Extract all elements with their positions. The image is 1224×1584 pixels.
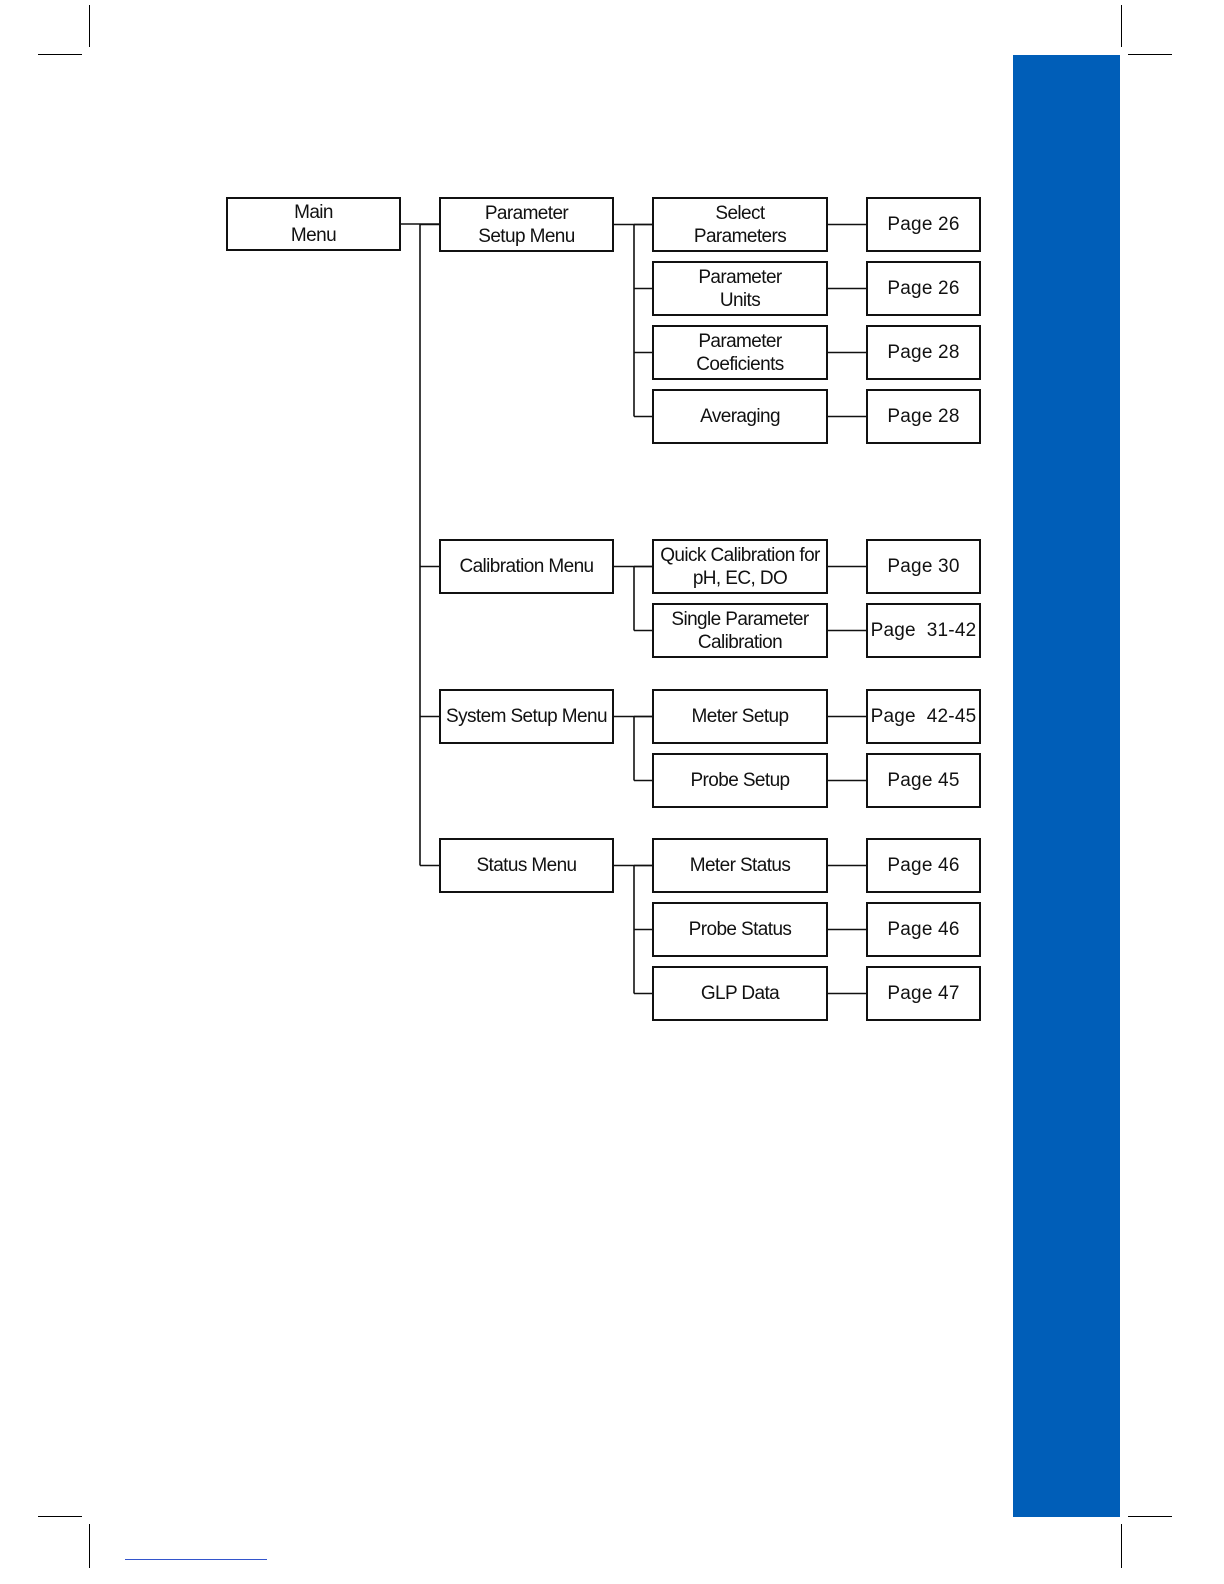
meter-status-box: Meter Status	[652, 838, 828, 893]
averaging-box: Averaging	[652, 389, 828, 444]
page-ref-box: Page 46	[866, 838, 981, 893]
quick-calibration-box: Quick Calibration for pH, EC, DO	[652, 539, 828, 594]
side-color-band	[1013, 55, 1120, 1517]
single-parameter-calibration-box: Single Parameter Calibration	[652, 603, 828, 658]
select-parameters-box: Select Parameters	[652, 197, 828, 252]
system-setup-menu-box: System Setup Menu	[439, 689, 614, 744]
parameter-coeficients-box: Parameter Coeficients	[652, 325, 828, 380]
status-menu-box: Status Menu	[439, 838, 614, 893]
page-ref-box: Page 26	[866, 261, 981, 316]
parameter-setup-menu-box: Parameter Setup Menu	[439, 197, 614, 252]
meter-setup-box: Meter Setup	[652, 689, 828, 744]
parameter-units-box: Parameter Units	[652, 261, 828, 316]
crop-mark	[38, 54, 82, 55]
page-ref-box: Page 26	[866, 197, 981, 252]
crop-mark	[38, 1516, 82, 1517]
page-ref-box: Page 47	[866, 966, 981, 1021]
footnote-rule	[125, 1559, 267, 1560]
crop-mark	[89, 5, 90, 47]
main-menu-box: Main Menu	[226, 197, 401, 251]
page-ref-box: Page 28	[866, 325, 981, 380]
glp-data-box: GLP Data	[652, 966, 828, 1021]
calibration-menu-box: Calibration Menu	[439, 539, 614, 594]
page-ref-box: Page 45	[866, 753, 981, 808]
crop-mark	[1128, 54, 1172, 55]
crop-mark	[1128, 1516, 1172, 1517]
crop-mark	[1121, 1524, 1122, 1568]
page-ref-box: Page 30	[866, 539, 981, 594]
crop-mark	[1121, 5, 1122, 47]
probe-status-box: Probe Status	[652, 902, 828, 957]
page-ref-box: Page 42-45	[866, 689, 981, 744]
probe-setup-box: Probe Setup	[652, 753, 828, 808]
page-ref-box: Page 46	[866, 902, 981, 957]
page-ref-box: Page 28	[866, 389, 981, 444]
crop-mark	[89, 1524, 90, 1568]
page-ref-box: Page 31-42	[866, 603, 981, 658]
